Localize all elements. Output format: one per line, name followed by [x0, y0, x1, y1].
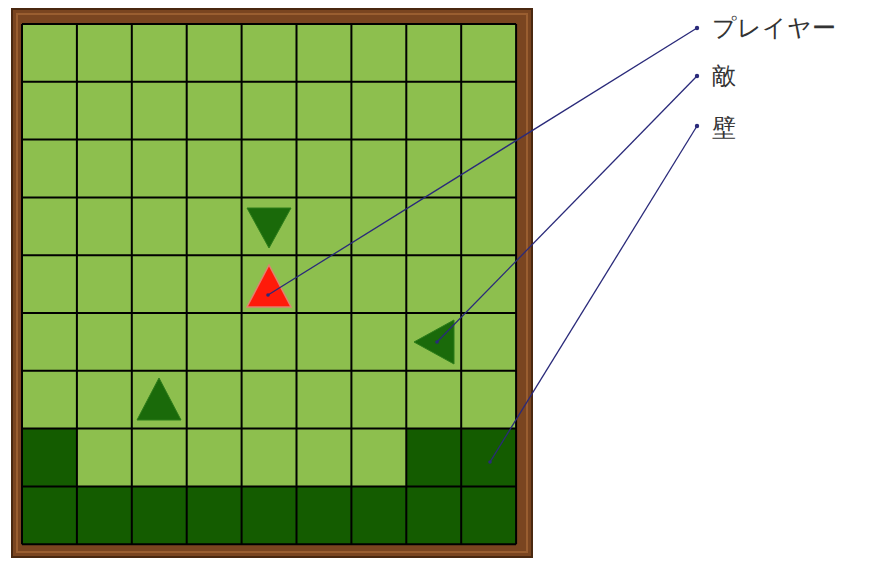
enemy-left [414, 320, 454, 364]
floor [22, 24, 516, 544]
callout-label: 壁 [712, 113, 736, 143]
callout-label: プレイヤー [712, 13, 836, 43]
grid-lines [22, 24, 516, 544]
player-marker [247, 265, 291, 307]
board-frame [12, 9, 532, 557]
enemy-down [247, 208, 291, 248]
enemy-up [137, 378, 181, 420]
leader-lines [268, 28, 697, 462]
frame-bevel [17, 14, 527, 552]
leader-dots [266, 26, 699, 464]
callout-label: 敵 [712, 61, 736, 91]
